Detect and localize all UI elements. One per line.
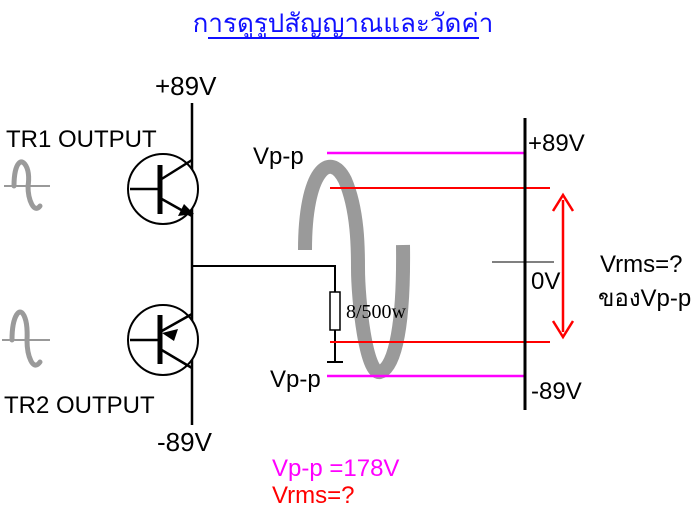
vrms-of-vpp-label: ของVp-p [598, 285, 691, 312]
vrms-question-label: Vrms=? [600, 251, 682, 278]
result-vrms-label: Vrms=? [272, 482, 354, 507]
tr1-input-waveform [4, 159, 50, 211]
supply-negative-label: -89V [157, 427, 213, 457]
load-label: 8/500w [346, 301, 407, 323]
scale-positive-label: +89V [528, 130, 585, 157]
output-wire [192, 265, 336, 292]
supply-positive-label: +89V [155, 71, 217, 101]
vpp-bottom-label: Vp-p [270, 366, 321, 393]
output-waveform [298, 159, 411, 379]
tr2-output-label: TR2 OUTPUT [4, 392, 155, 419]
tr1-output-label: TR1 OUTPUT [6, 126, 157, 153]
result-vpp-label: Vp-p =178V [272, 455, 399, 482]
tr1-transistor [127, 153, 199, 225]
tr2-input-waveform [2, 309, 50, 368]
vpp-top-label: Vp-p [253, 143, 304, 170]
scale-negative-label: -89V [531, 378, 582, 405]
scale-zero-label: 0V [531, 268, 560, 295]
diagram-title: การดูรูปสัญญาณและวัดค่า [193, 8, 494, 39]
load-resistor [327, 291, 343, 363]
vrms-range-arrow [551, 192, 575, 340]
tr2-transistor [127, 304, 199, 376]
